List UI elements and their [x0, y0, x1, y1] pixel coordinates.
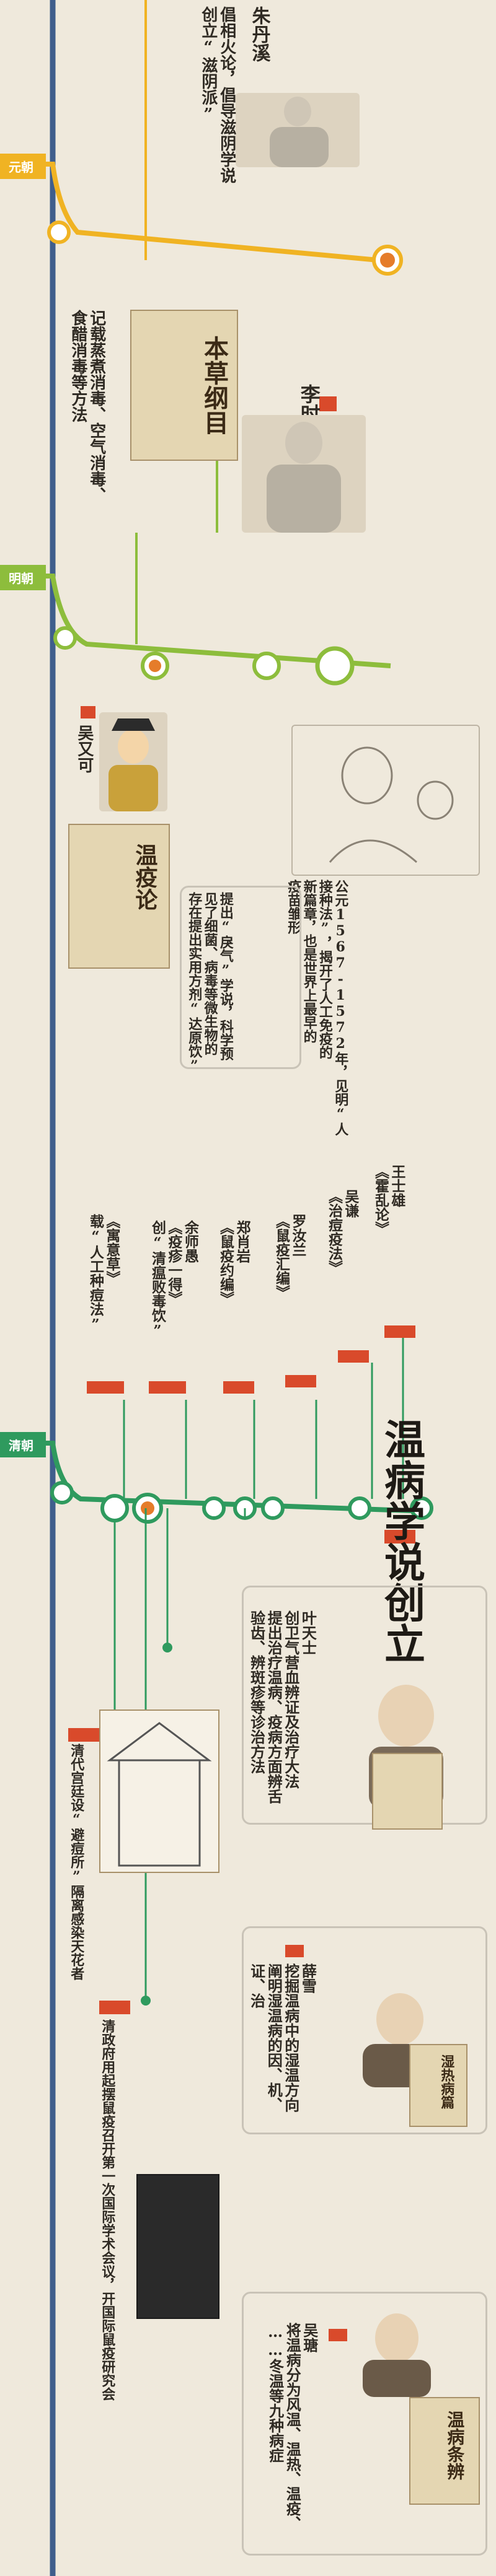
wu-tang-card [242, 2292, 487, 2556]
qing-branch-line [0, 1441, 428, 1514]
title-marker [384, 1530, 415, 1543]
yuan-event-dot [380, 253, 395, 268]
vaccination-sketch-icon [329, 746, 454, 863]
wu-tang-marker [329, 2329, 347, 2341]
wu-youke-portrait [99, 712, 167, 811]
ye-tianshi-book [372, 1753, 443, 1830]
wu-youke-desc: 提出“戾气”学说，科学预 见了细菌、病毒等微生物的 存在提出实用方剂“达原饮” [186, 892, 234, 1074]
ming-event-node-3 [315, 646, 355, 686]
qing-item-marker-3 [285, 1375, 316, 1387]
qing-item-zheng-xiaoyan: 郑肖岩 《鼠疫约编》 [217, 1220, 250, 1306]
li-shizhen-desc: 记载蒸煮消毒、空气消毒、 食醋消毒等方法 [68, 310, 106, 503]
scholar-figure-icon [270, 97, 329, 167]
qing-event-node-3 [202, 1496, 226, 1520]
qing-item-wang-shixiong: 王士雄 《霍乱论》 [372, 1164, 405, 1236]
wu-youke-desc-card [180, 886, 301, 1069]
conference-desc: 清政府用起摆鼠疫召开第一次国际学术会议，开国际鼠疫研究会 [99, 2019, 116, 2401]
wu-tang-desc: 吴瑭 将温病分为风温、温热、温疫、 ……冬温等九种病症 [266, 2323, 319, 2531]
scholar-figure-icon [267, 422, 341, 533]
ming-event-dot-1 [149, 660, 161, 672]
xue-xue-book: 湿热病篇 [409, 2044, 467, 2127]
qing-item-marker-4 [223, 1381, 254, 1394]
inoculation-desc: 公元1567-1572年，见明“人 接种法”，揭开了人工免疫的 新篇章，也是世界… [285, 880, 349, 1136]
wu-youke-marker [81, 706, 95, 718]
qing-item-yu-shiyu: 余师愚 《疫疹一得》 创“清瘟败毒饮” [149, 1220, 199, 1339]
zhu-danxi-desc: 倡相火论，倡导滋阴学说 创立“滋阴派” [198, 6, 236, 183]
zhu-danxi-name: 朱丹溪 [248, 6, 270, 62]
yuan-node [47, 220, 71, 244]
dynasty-tag-ming: 明朝 [0, 565, 46, 590]
qing-node [50, 1481, 74, 1504]
dynasty-tag-qing: 清朝 [0, 1432, 46, 1457]
qing-item-wu-qian: 吴谦 《治痘疫法》 [326, 1189, 359, 1275]
xue-xue-desc: 薛雪 挖掘温病中的湿温方向 阐明湿温病的因、机、 证、治 [247, 1963, 317, 2112]
wu-tang-book-title: 温病条辨 [445, 2411, 466, 2480]
qing-item-marker-6 [87, 1381, 124, 1394]
qing-item-marker-2 [338, 1350, 369, 1363]
xue-xue-marker [285, 1945, 304, 1957]
palace-desc: 清代宫廷设“避痘所”隔离感染天花者 [68, 1744, 85, 1980]
bencao-gangmu-title: 本草纲目 [200, 336, 229, 435]
conference-marker [99, 2001, 130, 2014]
qing-event-node-6 [348, 1496, 371, 1520]
portrait-icon [363, 2313, 431, 2397]
li-shizhen-portrait [242, 415, 366, 533]
dynasty-tag-yuan: 元朝 [0, 154, 46, 179]
qing-item-marker-1 [384, 1325, 415, 1338]
palace-icon [107, 1722, 212, 1867]
qing-item-luo-rulan: 罗汝兰 《鼠疫汇编》 [273, 1214, 306, 1299]
wenyi-lun-title: 温疫论 [131, 844, 158, 910]
xue-xue-card [242, 1926, 487, 2134]
yuan-branch-line [0, 162, 379, 263]
li-shizhen-marker [319, 396, 337, 411]
zhu-danxi-portrait [236, 93, 360, 167]
palace-illustration [99, 1709, 219, 1873]
wenbing-title-col: 温病学说创立 [378, 1418, 426, 1664]
xue-xue-book-title: 湿热病篇 [438, 2054, 455, 2109]
qing-event-dot-2 [141, 1501, 154, 1515]
scholar-figure-icon [108, 718, 158, 811]
qing-event-node-7 [410, 1496, 433, 1520]
qing-event-node-5 [261, 1496, 285, 1520]
ming-branch-line [0, 574, 391, 668]
inoculation-illustration [291, 725, 480, 876]
wu-tang-book: 温病条辨 [409, 2397, 480, 2505]
qing-event-node-1 [100, 1494, 129, 1522]
bencao-gangmu-book: 本草纲目 [130, 310, 238, 461]
conference-photo [136, 2174, 219, 2319]
palace-marker [68, 1728, 99, 1742]
qing-item-marker-5 [149, 1381, 186, 1394]
ming-node [53, 626, 77, 650]
wenyi-lun-book: 温疫论 [68, 824, 170, 969]
wu-tang-portrait [347, 2304, 446, 2397]
ye-tianshi-desc: 叶天士 创卫气营血辨证及治疗大法 提出治疗温病、疫病方面辨舌 验齿、辨斑疹等诊治… [247, 1610, 317, 1804]
ming-event-node-2 [252, 652, 281, 680]
wu-youke-name: 吴又可 [74, 725, 94, 773]
qing-item-yuyi-cao: 《寓意草》 载“人工种痘法” [87, 1214, 120, 1333]
ye-tianshi-card [242, 1586, 487, 1825]
